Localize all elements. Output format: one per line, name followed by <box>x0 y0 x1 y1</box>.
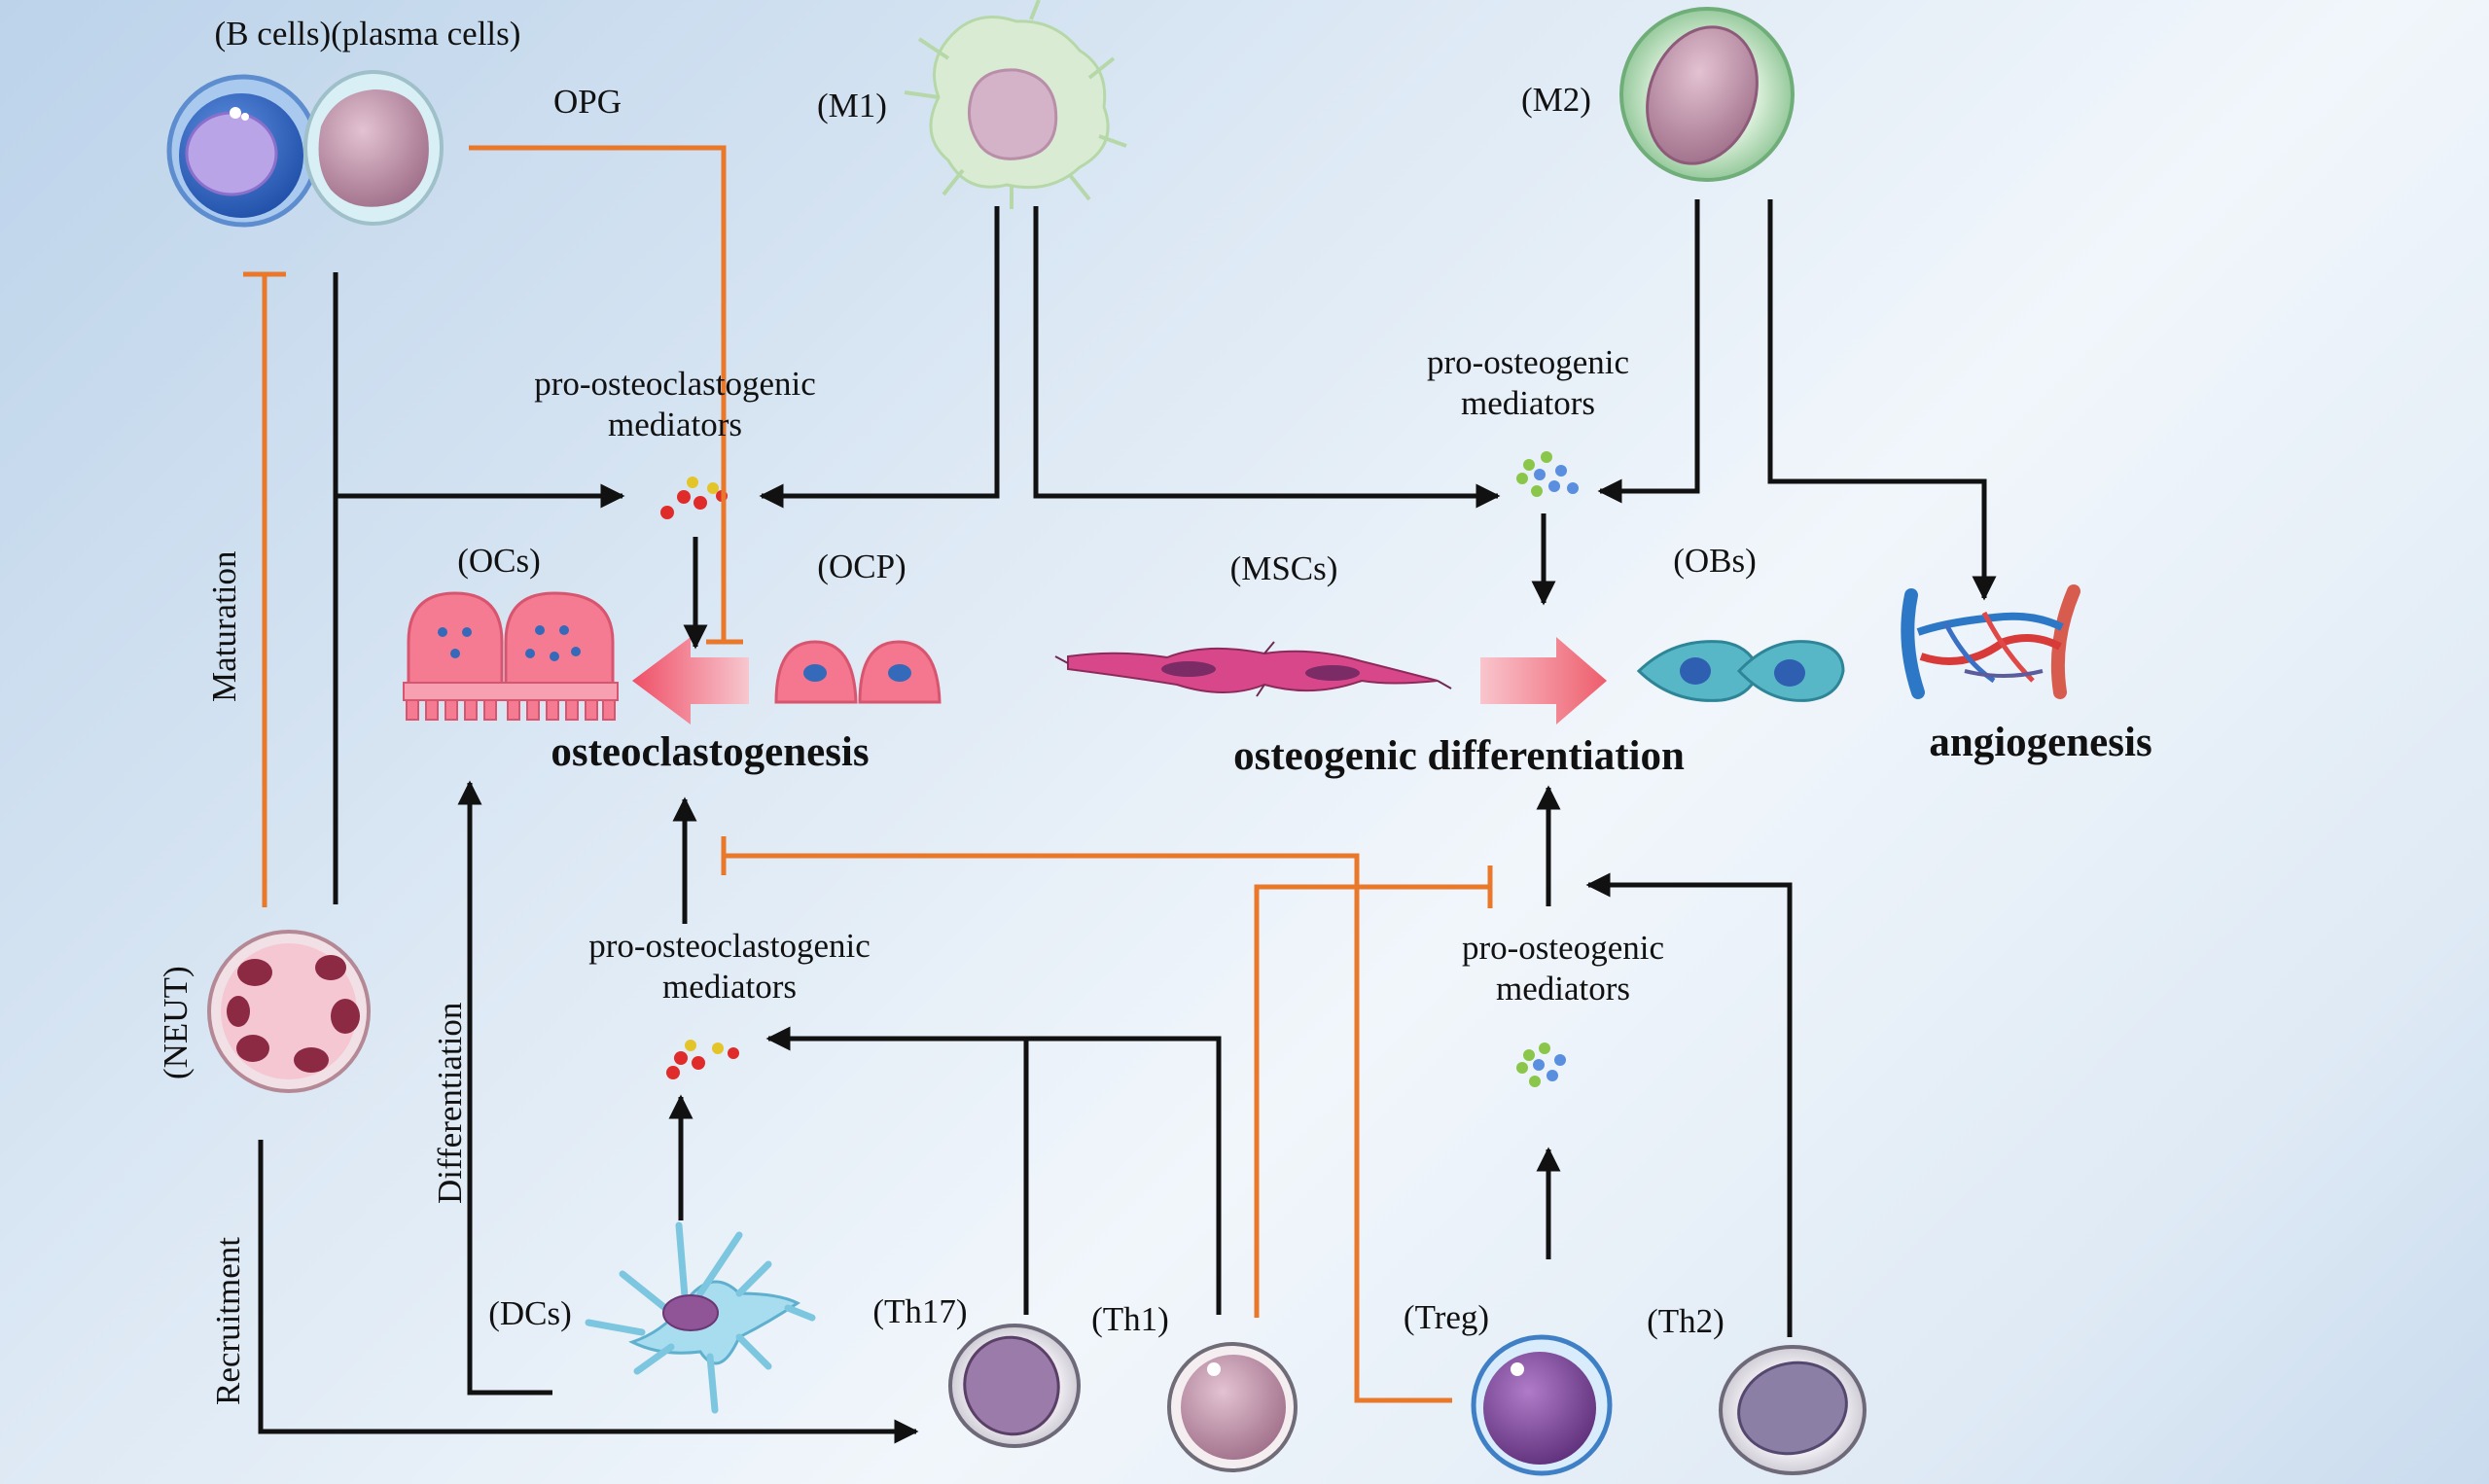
label-mediators-osteoclastogenic-bottom: pro-osteoclastogenic mediators <box>588 927 871 1006</box>
label-neut: (NEUT) <box>157 966 195 1079</box>
inhibition-opg <box>469 145 743 645</box>
blood-vessels-icon <box>1901 584 2080 699</box>
label-ocs: (OCs) <box>457 542 541 580</box>
label-osteoclastogenesis: osteoclastogenesis <box>551 729 870 775</box>
mediators-dots-bottom-left-icon <box>666 1040 739 1079</box>
label-b-plasma-cells: (B cells)(plasma cells) <box>214 15 521 53</box>
mscs-icon <box>1054 641 1452 697</box>
treg-cell-icon <box>1471 1334 1613 1476</box>
osteoclasts-icon <box>403 591 619 721</box>
label-th17: (Th17) <box>872 1292 968 1330</box>
arrow-m1-to-osteoclastogenic-mediators <box>759 206 1000 509</box>
label-ocp: (OCP) <box>817 548 907 585</box>
th17-cell-icon <box>948 1324 1081 1448</box>
label-angiogenesis: angiogenesis <box>1929 720 2152 765</box>
mediators-dots-bottom-right-icon <box>1516 1042 1566 1087</box>
label-m2: (M2) <box>1521 81 1591 119</box>
label-opg: OPG <box>552 83 622 121</box>
label-th1: (Th1) <box>1091 1300 1169 1338</box>
label-m1: (M1) <box>817 87 887 124</box>
arrow-dcs-differentiation <box>457 780 552 1396</box>
m2-macrophage-icon <box>1619 7 1795 182</box>
plasma-cell-icon <box>303 70 444 226</box>
th2-cell-icon <box>1719 1345 1867 1475</box>
th1-cell-icon <box>1167 1342 1298 1472</box>
arrow-b-cells-to-mediators <box>333 272 622 904</box>
label-mscs: (MSCs) <box>1229 549 1338 587</box>
label-mediators-osteoclastogenic-top: pro-osteoclastogenic mediators <box>534 365 816 443</box>
osteoclastogenesis-big-arrow <box>632 637 749 724</box>
label-obs: (OBs) <box>1673 542 1757 580</box>
arrow-m2-to-osteogenic-mediators <box>1597 199 1700 504</box>
label-recruitment: Recruitment <box>209 1236 247 1405</box>
inhibition-th1-osteogenic <box>1254 866 1493 1318</box>
inhibition-treg-osteoclastogenesis <box>721 836 1452 1403</box>
ocp-icon <box>774 640 942 704</box>
arrow-m1-to-osteogenic-mediators <box>1033 206 1501 509</box>
arrow-th2-to-osteogenic <box>1585 872 1793 1337</box>
neutrophil-icon <box>207 930 371 1093</box>
label-treg: (Treg) <box>1403 1298 1490 1336</box>
mediators-dots-top-left-icon <box>660 477 728 519</box>
dendritic-cell-icon <box>585 1221 816 1414</box>
label-differentiation: Differentiation <box>431 1002 469 1204</box>
osteoblasts-icon <box>1636 640 1845 702</box>
label-mediators-osteogenic-top: pro-osteogenic mediators <box>1427 343 1629 422</box>
arrow-m2-to-angiogenesis <box>1767 199 1997 601</box>
mediators-dots-top-right-icon <box>1516 451 1579 497</box>
arrow-neut-recruitment <box>258 1140 919 1444</box>
label-osteogenic-differentiation: osteogenic differentiation <box>1233 733 1685 779</box>
label-maturation: Maturation <box>205 550 243 702</box>
label-th2: (Th2) <box>1647 1302 1725 1340</box>
osteogenic-big-arrow <box>1480 637 1607 724</box>
b-cell-icon <box>166 74 320 228</box>
label-dcs: (DCs) <box>488 1294 572 1332</box>
arrow-th17-th1-to-mediators <box>768 1039 1222 1315</box>
m1-macrophage-icon <box>904 0 1127 209</box>
label-mediators-osteogenic-bottom: pro-osteogenic mediators <box>1462 929 1664 1007</box>
inhibition-neut-maturation <box>243 271 286 907</box>
